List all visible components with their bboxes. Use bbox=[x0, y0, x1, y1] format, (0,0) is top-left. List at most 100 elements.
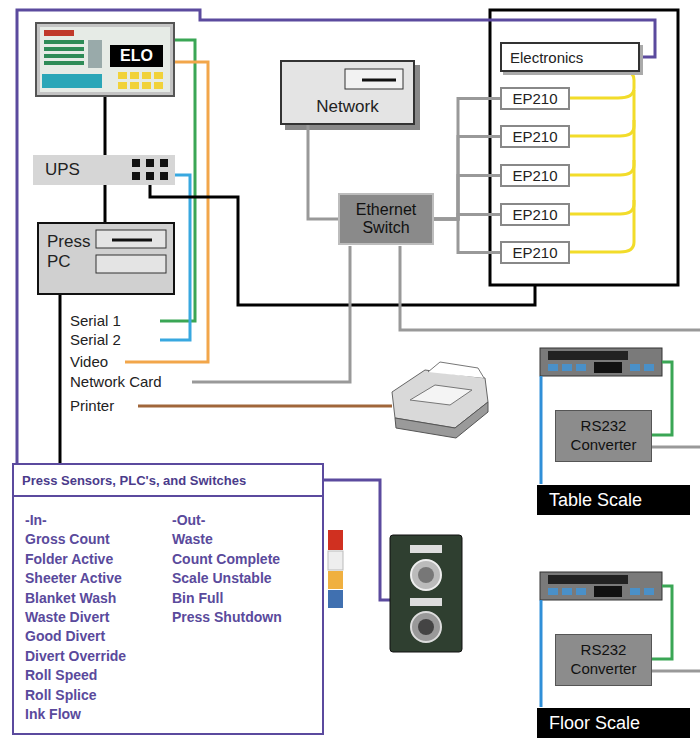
display-digits bbox=[594, 362, 622, 373]
signal-name: Bin Full bbox=[172, 590, 223, 606]
screen-button bbox=[130, 82, 139, 89]
node-label: Table Scale bbox=[549, 490, 642, 511]
drive-bay bbox=[345, 69, 403, 89]
display-key bbox=[644, 364, 654, 371]
display-key bbox=[630, 364, 640, 371]
electronics-box: Electronics bbox=[500, 42, 640, 72]
node-label: RS232 Converter bbox=[556, 417, 651, 455]
cable-connector bbox=[434, 176, 500, 220]
node-label: EP210 bbox=[512, 90, 557, 107]
printer-paper bbox=[428, 362, 484, 378]
floor-scale-display bbox=[540, 572, 662, 600]
display-key bbox=[644, 588, 654, 595]
yellow-wire bbox=[570, 200, 634, 252]
outlet bbox=[160, 159, 168, 167]
printer-illustration bbox=[392, 362, 488, 438]
cable-connector bbox=[17, 10, 655, 463]
port-label: Network Card bbox=[70, 373, 162, 390]
display-digits bbox=[594, 586, 622, 597]
yellow-wire bbox=[570, 72, 634, 98]
yellow-wire bbox=[570, 120, 634, 175]
monitor-screen bbox=[40, 27, 170, 92]
signal-name: Divert Override bbox=[25, 648, 126, 664]
signal-name: Blanket Wash bbox=[25, 590, 116, 606]
power-cable bbox=[150, 185, 535, 305]
ups-outlets bbox=[132, 159, 168, 180]
cable-connector bbox=[59, 295, 62, 463]
push-button-core bbox=[418, 619, 434, 635]
panel-housing bbox=[390, 535, 462, 652]
control-cable bbox=[324, 480, 392, 600]
ep210-module: EP210 bbox=[500, 87, 570, 110]
pc-body bbox=[37, 222, 175, 295]
display-body bbox=[540, 348, 662, 376]
scale-cable bbox=[540, 600, 543, 707]
node-label: EP210 bbox=[512, 128, 557, 145]
yellow-wire bbox=[570, 160, 634, 214]
screen-button bbox=[130, 72, 139, 79]
cable-connector bbox=[308, 125, 338, 219]
network-server: Network bbox=[280, 60, 415, 125]
node-label: Ethernet Switch bbox=[343, 201, 429, 236]
light-red bbox=[328, 530, 343, 550]
network-body bbox=[280, 60, 415, 125]
screen-button bbox=[154, 82, 163, 89]
light-blue bbox=[328, 590, 343, 608]
ups-body bbox=[33, 155, 175, 185]
screen-bar bbox=[44, 40, 84, 44]
video-cable bbox=[125, 62, 208, 362]
display-key bbox=[548, 588, 558, 595]
display-window bbox=[548, 575, 628, 584]
ethernet-switch: Ethernet Switch bbox=[338, 193, 434, 245]
printer-cable bbox=[138, 405, 392, 408]
node-label: UPS bbox=[45, 160, 80, 180]
display-key bbox=[548, 364, 558, 371]
display-key bbox=[630, 588, 640, 595]
screen-bar bbox=[44, 61, 84, 65]
screen-button bbox=[118, 72, 127, 79]
scale-box: Table Scale bbox=[537, 485, 690, 515]
panel-plate bbox=[410, 598, 442, 606]
display-body bbox=[540, 572, 662, 600]
monitor-bezel bbox=[35, 22, 175, 97]
display-key bbox=[576, 588, 586, 595]
ep210-module: EP210 bbox=[500, 164, 570, 187]
drive-bay bbox=[96, 230, 166, 248]
signal-name: Roll Speed bbox=[25, 667, 97, 683]
monitor: ELO bbox=[35, 22, 175, 97]
ep210-module: EP210 bbox=[500, 241, 570, 264]
screen-button bbox=[142, 82, 151, 89]
signal-name: -Out- bbox=[172, 512, 205, 528]
signal-name: Waste Divert bbox=[25, 609, 109, 625]
port-label: Video bbox=[70, 353, 108, 370]
cable-connector bbox=[434, 99, 500, 220]
screen-button bbox=[142, 72, 151, 79]
screen-bar bbox=[44, 54, 84, 58]
node-label: Press Sensors, PLC's, and Switches bbox=[22, 473, 246, 488]
display-key bbox=[562, 364, 572, 371]
drive-slot bbox=[362, 79, 396, 82]
screen-bar bbox=[44, 30, 74, 36]
screen-bar bbox=[88, 40, 102, 68]
outlet bbox=[146, 172, 154, 180]
signal-name: Gross Count bbox=[25, 531, 110, 547]
control-panel bbox=[390, 535, 462, 652]
push-button bbox=[411, 560, 441, 590]
printer-base bbox=[395, 402, 488, 438]
signal-name: Folder Active bbox=[25, 551, 113, 567]
rs232-converter: RS232 Converter bbox=[555, 634, 652, 686]
ep210-module: EP210 bbox=[500, 203, 570, 226]
signal-name: Count Complete bbox=[172, 551, 280, 567]
signal-name: Scale Unstable bbox=[172, 570, 272, 586]
io-panel: -In-Gross CountFolder ActiveSheeter Acti… bbox=[12, 463, 324, 735]
cable-connector bbox=[434, 137, 500, 220]
signal-name: Roll Splice bbox=[25, 687, 97, 703]
table-scale-display bbox=[540, 348, 662, 376]
screen-bar bbox=[42, 74, 102, 88]
node-label: EP210 bbox=[512, 244, 557, 261]
printer-tray bbox=[410, 385, 472, 405]
outlet bbox=[160, 172, 168, 180]
light-white bbox=[328, 551, 343, 570]
light-amber bbox=[328, 571, 343, 589]
